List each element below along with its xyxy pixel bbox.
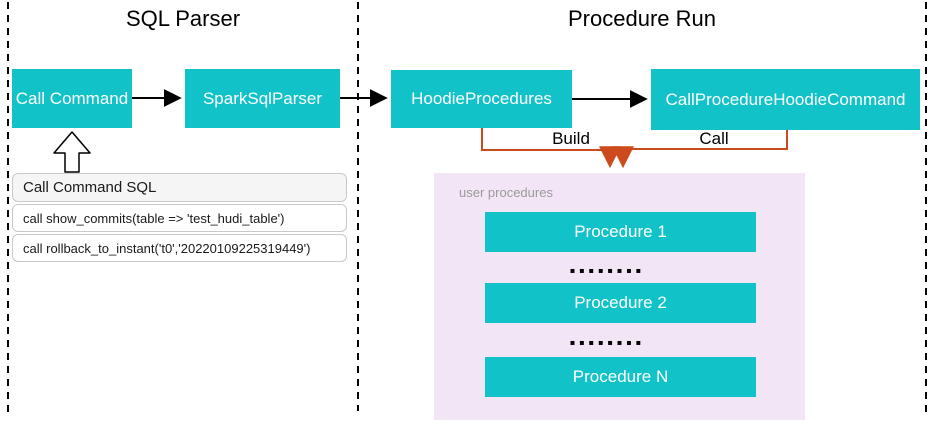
call-command-sql-panel: Call Command SQL call show_commits(table… [12,173,347,262]
build-connector [481,128,621,169]
spark-sql-parser-node: SparkSqlParser [185,69,340,128]
call-procedure-hoodie-command-node: CallProcedureHoodieCommand [651,69,920,130]
user-procedures-container: user procedures Procedure 1 ▪▪▪▪▪▪▪▪ Pro… [434,173,805,420]
sql-panel-title: Call Command SQL [12,173,347,202]
build-edge-label: Build [552,129,590,148]
call-command-node: Call Command [12,69,132,128]
sql-example-row: call rollback_to_instant('t0','202201092… [12,234,347,262]
sql-example-row: call show_commits(table => 'test_hudi_ta… [12,204,347,232]
procedure-1-node: Procedure 1 [485,212,756,252]
user-procedures-label: user procedures [459,185,553,200]
call-edge-label: Call [699,129,729,148]
hoodie-procedures-node: HoodieProcedures [391,70,572,128]
sql-parser-section-title: SQL Parser [125,6,241,31]
procedure-n-node: Procedure N [485,357,756,397]
procedure-2-node: Procedure 2 [485,283,756,323]
ellipsis-dots: ▪▪▪▪▪▪▪▪ [569,266,646,275]
hollow-up-arrow [53,131,91,173]
procedure-run-section-title: Procedure Run [568,6,716,31]
ellipsis-dots: ▪▪▪▪▪▪▪▪ [569,338,646,347]
call-connector [612,130,788,169]
